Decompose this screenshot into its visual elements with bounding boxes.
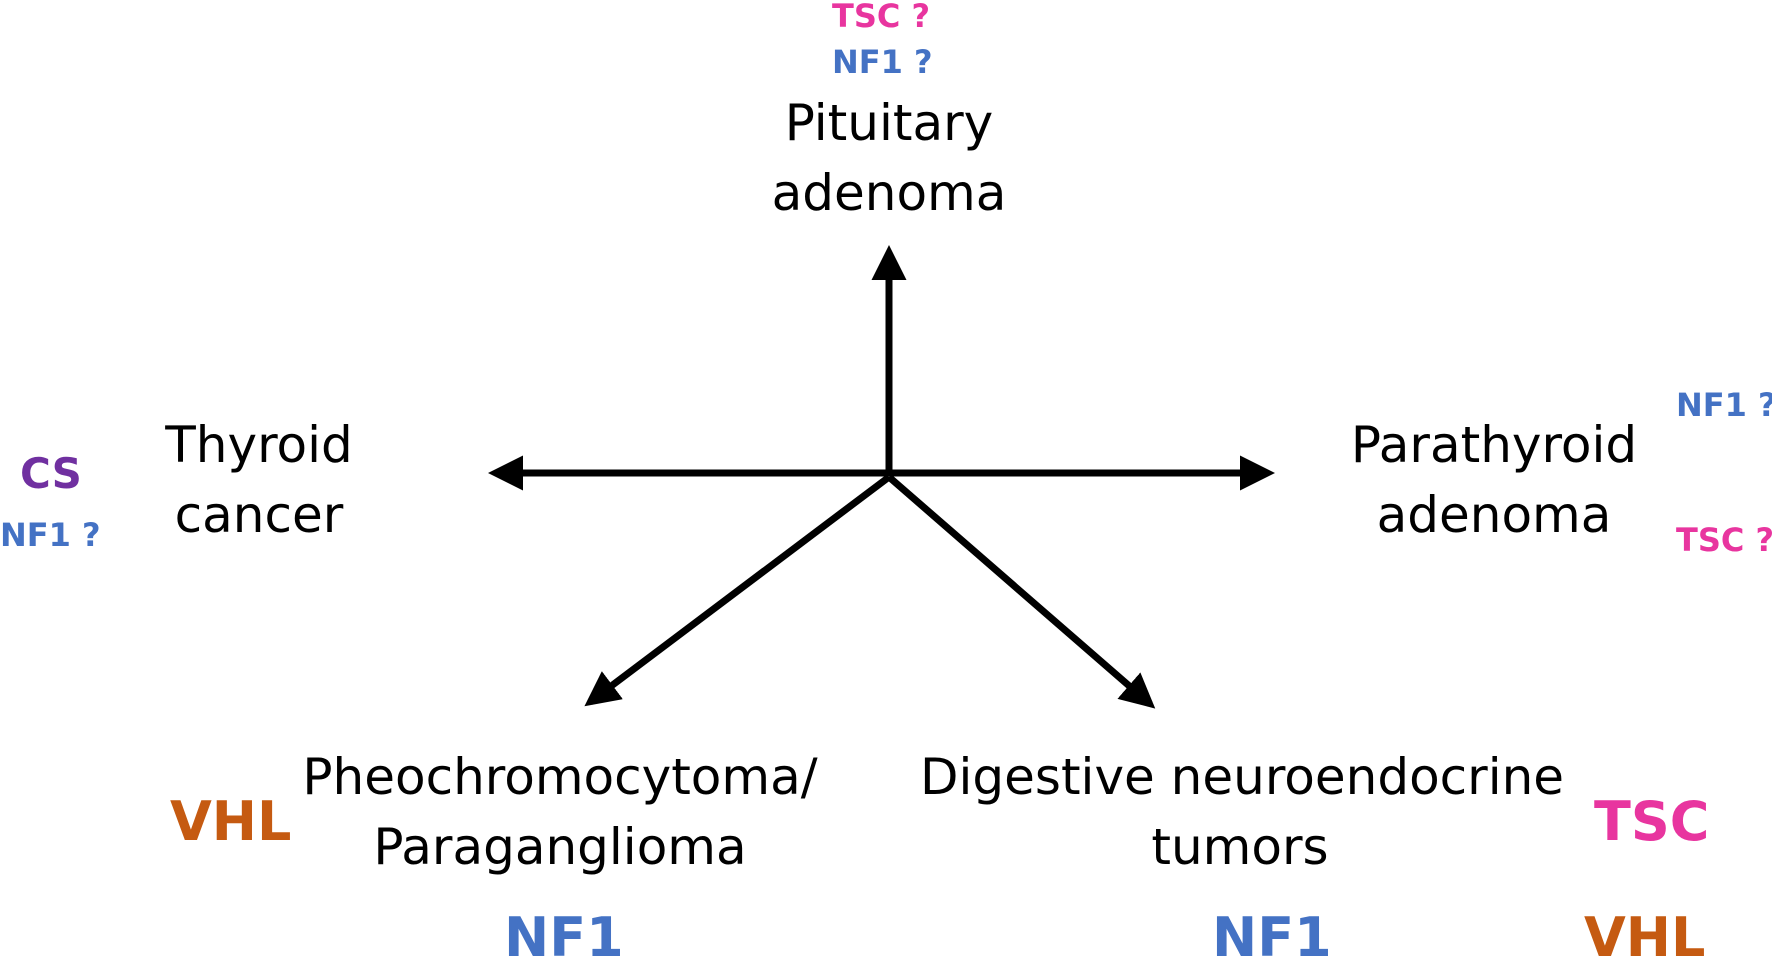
thyroid-nf1-tag: NF1 ?: [0, 516, 101, 554]
node-pituitary-adenoma: Pituitary adenoma: [749, 88, 1029, 228]
node-pheo-line2: Paraganglioma: [373, 818, 747, 876]
digestive-tsc-tag: TSC: [1594, 790, 1710, 853]
node-pheo-line1: Pheochromocytoma/: [302, 748, 818, 806]
node-thyroid-cancer: Thyroid cancer: [144, 410, 374, 550]
pheo-vhl-tag: VHL: [170, 790, 292, 853]
pheo-nf1-tag: NF1: [504, 906, 624, 969]
node-thyroid-line2: cancer: [174, 486, 344, 544]
parathyroid-tsc-tag: TSC ?: [1676, 521, 1772, 559]
thyroid-cs-tag: CS: [20, 449, 82, 498]
parathyroid-nf1-tag: NF1 ?: [1676, 386, 1772, 424]
node-parathyroid-adenoma: Parathyroid adenoma: [1344, 410, 1644, 550]
node-parathyroid-line1: Parathyroid: [1350, 416, 1638, 474]
arrow-to-pheochromocytoma: [584, 474, 892, 707]
node-pituitary-line2: adenoma: [771, 164, 1007, 222]
pituitary-tsc-tag: TSC ?: [832, 0, 931, 35]
digestive-nf1-tag: NF1: [1212, 906, 1332, 969]
node-pituitary-line1: Pituitary: [784, 94, 994, 152]
arrow-to-digestive-tumors: [886, 474, 1156, 709]
node-thyroid-line1: Thyroid: [165, 416, 353, 474]
digestive-vhl-tag: VHL: [1584, 906, 1706, 969]
node-digestive-line2: tumors: [1151, 818, 1329, 876]
node-parathyroid-line2: adenoma: [1376, 486, 1612, 544]
node-digestive-neuroendocrine-tumors: Digestive neuroendocrine tumors: [920, 742, 1565, 882]
pituitary-nf1-tag: NF1 ?: [832, 43, 933, 81]
node-pheochromocytoma-paraganglioma: Pheochromocytoma/ Paraganglioma: [300, 742, 820, 882]
node-digestive-line1: Digestive neuroendocrine: [920, 748, 1565, 806]
